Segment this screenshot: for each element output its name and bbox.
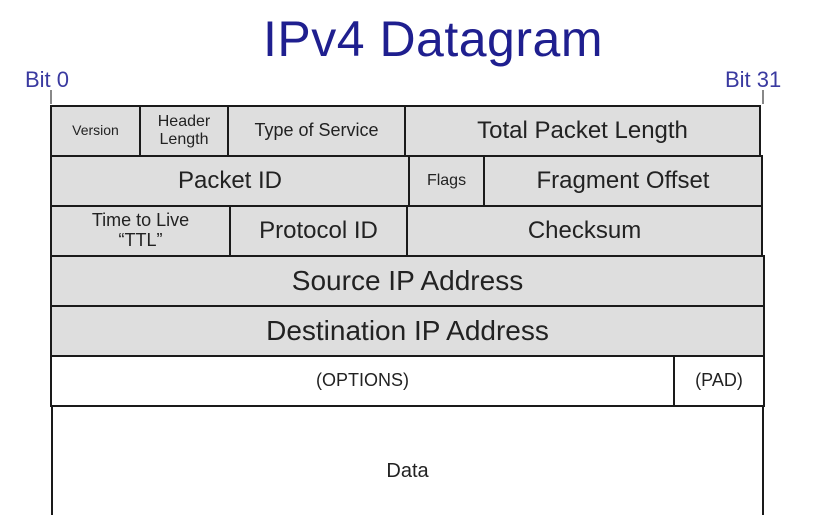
bit-end-tick: [762, 90, 764, 104]
field-flags: Flags: [408, 155, 485, 207]
header-row-1: Version Header Length Type of Service To…: [50, 105, 764, 157]
field-packet-id: Packet ID: [50, 155, 410, 207]
header-row-2: Packet ID Flags Fragment Offset: [50, 155, 764, 207]
bit-start-label: Bit 0: [25, 67, 70, 92]
ipv4-header-diagram: Version Header Length Type of Service To…: [50, 105, 765, 515]
field-pad: (PAD): [673, 355, 765, 407]
data-payload: Data: [51, 405, 764, 515]
field-protocol-id: Protocol ID: [229, 205, 408, 257]
field-type-of-service: Type of Service: [227, 105, 406, 157]
bit-end-label: Bit 31: [725, 67, 782, 92]
field-fragment-offset: Fragment Offset: [483, 155, 763, 207]
field-options: (OPTIONS): [50, 355, 675, 407]
field-source-ip: Source IP Address: [50, 255, 765, 307]
page-title: IPv4 Datagram: [263, 11, 603, 67]
field-version: Version: [50, 105, 141, 157]
header-row-6: (OPTIONS) (PAD): [50, 355, 765, 407]
data-label: Data: [386, 459, 429, 482]
field-destination-ip: Destination IP Address: [50, 305, 765, 357]
header-row-4: Source IP Address: [50, 255, 765, 307]
field-total-packet-length: Total Packet Length: [404, 105, 761, 157]
bit-start-tick: [50, 90, 52, 104]
field-checksum: Checksum: [406, 205, 763, 257]
header-row-5: Destination IP Address: [50, 305, 765, 357]
field-header-length: Header Length: [139, 105, 229, 157]
header-row-3: Time to Live “TTL” Protocol ID Checksum: [50, 205, 764, 257]
field-ttl: Time to Live “TTL”: [50, 205, 231, 257]
